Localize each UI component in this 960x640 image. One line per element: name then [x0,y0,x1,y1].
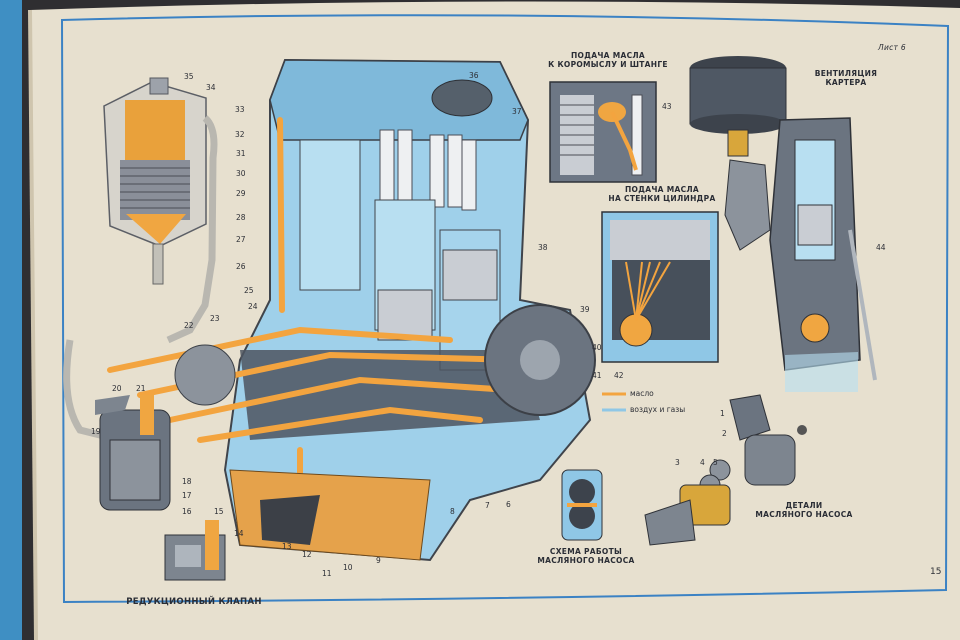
callout-22: 22 [184,321,194,330]
callout-18: 18 [182,477,192,486]
callout-33: 33 [235,105,245,114]
callout-30: 30 [236,169,246,178]
callout-40: 40 [592,343,602,352]
callout-38: 38 [538,243,548,252]
callout-28: 28 [236,213,246,222]
callout-37: 37 [512,107,522,116]
callout-29: 29 [236,189,246,198]
callout-21: 21 [136,384,146,393]
legend-oil-label: масло [630,389,654,398]
callout-36: 36 [469,71,479,80]
callout-35: 35 [184,72,194,81]
callout-2: 2 [722,429,727,438]
callout-44: 44 [876,243,886,252]
callout-20: 20 [112,384,122,393]
caption-crankcase-ventilation: ВЕНТИЛЯЦИЯ КАРТЕРА [814,69,878,87]
callout-16: 16 [182,507,192,516]
callout-34: 34 [206,83,216,92]
callout-9: 9 [376,556,381,565]
legend-air-label: воздух и газы [630,405,686,414]
callout-8: 8 [450,507,455,516]
engine-cutaway-illustration [107,58,596,562]
callout-41: 41 [592,371,602,380]
inset-oil-to-rocker [549,81,657,183]
callout-23: 23 [210,314,220,323]
caption-reducing-valve: РЕДУКЦИОННЫЙ КЛАПАН [126,597,262,607]
callout-17: 17 [182,491,192,500]
poster-frame [60,14,950,604]
crankcase-ventilation-illustration [689,56,877,392]
callout-43: 43 [662,102,672,111]
callout-11: 11 [322,569,332,578]
callout-12: 12 [302,550,312,559]
callout-42: 42 [614,371,624,380]
callout-1: 1 [720,409,725,418]
callout-31: 31 [236,149,246,158]
callout-19: 19 [91,427,101,436]
callout-6: 6 [506,500,511,509]
callout-13: 13 [282,542,292,551]
callout-10: 10 [343,563,353,572]
inset-oil-to-cylinder [601,211,719,363]
pump-scheme-illustration [561,469,603,541]
page-number: 15 [930,567,942,577]
callout-26: 26 [236,262,246,271]
callout-3: 3 [675,458,680,467]
callout-25: 25 [244,286,254,295]
oil-filter-illustration [103,77,218,344]
caption-oil-to-cylinder: ПОДАЧА МАСЛА НА СТЕНКИ ЦИЛИНДРА [608,185,716,203]
callout-15: 15 [214,507,224,516]
callout-39: 39 [580,305,590,314]
callout-5: 5 [713,458,718,467]
callout-27: 27 [236,235,246,244]
caption-oil-to-rocker: ПОДАЧА МАСЛА К КОРОМЫСЛУ И ШТАНГЕ [548,51,668,69]
pump-parts-illustration [644,394,807,546]
caption-pump-scheme: СХЕМА РАБОТЫ МАСЛЯНОГО НАСОСА [537,547,635,565]
oil-pump-assembly-illustration [63,339,171,511]
callout-4: 4 [700,458,705,467]
legend [602,392,626,412]
callout-14: 14 [234,529,244,538]
callout-32: 32 [235,130,245,139]
sheet-label: Лист 6 [878,43,906,52]
callout-7: 7 [485,501,490,510]
callout-24: 24 [248,302,258,311]
reducing-valve-illustration [164,520,226,581]
caption-pump-parts: ДЕТАЛИ МАСЛЯНОГО НАСОСА [755,501,853,519]
